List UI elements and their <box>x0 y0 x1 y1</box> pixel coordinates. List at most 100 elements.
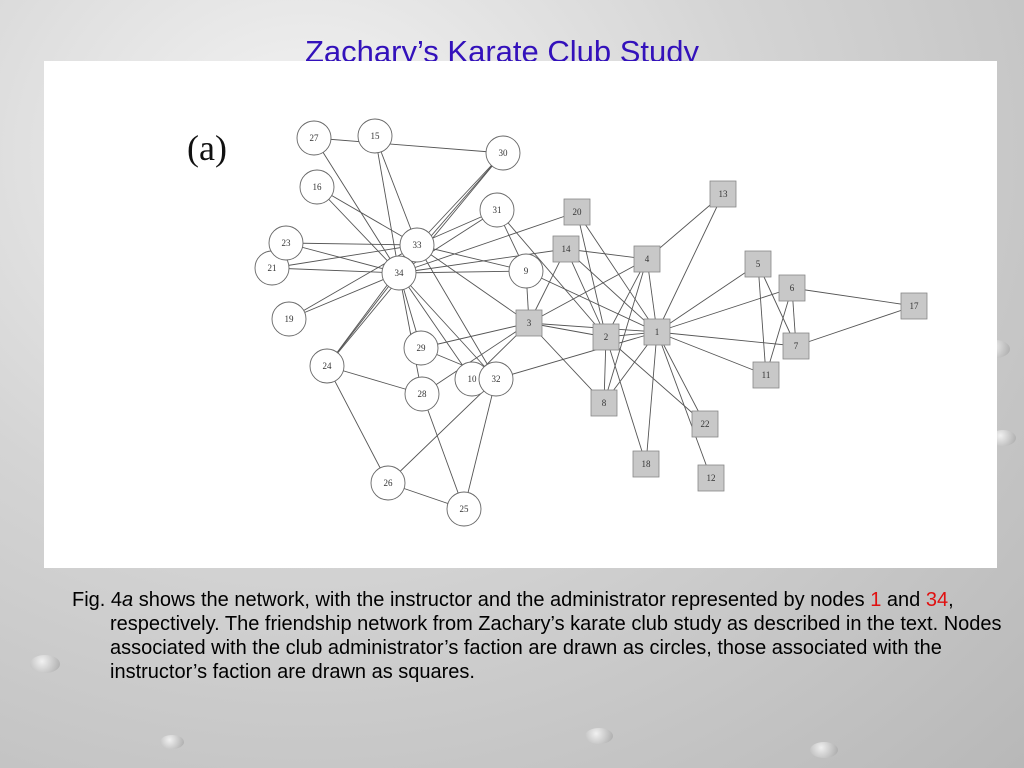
circle-node-shape <box>404 376 440 412</box>
edge-9-34 <box>398 270 527 274</box>
node-label: 33 <box>413 240 423 250</box>
edge-14-34 <box>398 248 567 274</box>
edge-3-29 <box>420 322 530 349</box>
square-node-shape <box>900 292 928 320</box>
square-node-shape <box>590 389 618 417</box>
circle-node-shape <box>485 135 521 171</box>
circle-node-shape <box>268 225 304 261</box>
node-label: 19 <box>285 314 295 324</box>
edge-26-32 <box>387 378 497 484</box>
node-30: 30 <box>485 135 521 171</box>
edge-31-34 <box>398 209 498 274</box>
square-node-shape <box>563 198 591 226</box>
edge-1-6 <box>656 287 793 333</box>
node-22: 22 <box>691 410 719 438</box>
node-31: 31 <box>479 192 515 228</box>
node-8: 8 <box>590 389 618 417</box>
panel-label: (a) <box>187 128 227 168</box>
square-node-shape <box>592 323 620 351</box>
node-label: 29 <box>417 343 427 353</box>
edge-4-8 <box>603 258 648 404</box>
edge-27-34 <box>313 137 400 274</box>
node-5: 5 <box>744 250 772 278</box>
edge-1-14 <box>565 248 658 333</box>
square-node-shape <box>515 309 543 337</box>
node-label: 25 <box>460 504 470 514</box>
node-4: 4 <box>633 245 661 273</box>
edge-1-9 <box>525 270 658 333</box>
edge-25-32 <box>463 378 497 510</box>
node-label: 18 <box>642 459 652 469</box>
circle-node-shape <box>508 253 544 289</box>
node-label: 2 <box>604 332 609 342</box>
edge-32-33 <box>416 244 497 380</box>
node-label: 17 <box>910 301 920 311</box>
circle-node-shape <box>271 301 307 337</box>
edge-3-33 <box>416 244 530 324</box>
caption-node-admin: 34 <box>925 589 949 611</box>
edge-2-22 <box>605 336 706 425</box>
node-label: 16 <box>313 182 323 192</box>
node-9: 9 <box>508 253 544 289</box>
node-label: 12 <box>707 473 716 483</box>
edge-25-28 <box>421 393 465 510</box>
square-node-shape <box>552 235 580 263</box>
edge-24-26 <box>326 365 389 484</box>
node-15: 15 <box>357 118 393 154</box>
node-17: 17 <box>900 292 928 320</box>
node-label: 5 <box>756 259 761 269</box>
edge-7-17 <box>795 305 915 347</box>
square-node-shape <box>782 332 810 360</box>
edge-2-31 <box>496 209 607 338</box>
circle-node-shape <box>299 169 335 205</box>
node-label: 28 <box>418 389 428 399</box>
edge-1-13 <box>656 193 724 333</box>
node-7: 7 <box>782 332 810 360</box>
square-node-shape <box>709 180 737 208</box>
edge-23-34 <box>285 242 400 274</box>
edge-21-33 <box>271 244 418 269</box>
edge-19-34 <box>288 272 400 320</box>
square-node-shape <box>752 361 780 389</box>
node-3: 3 <box>515 309 543 337</box>
node-16: 16 <box>299 169 335 205</box>
edge-1-5 <box>656 263 759 333</box>
edge-2-14 <box>565 248 607 338</box>
square-node-shape <box>697 464 725 492</box>
node-label: 3 <box>527 318 532 328</box>
edge-1-7 <box>656 331 797 347</box>
node-label: 6 <box>790 283 795 293</box>
square-node-shape <box>744 250 772 278</box>
node-12: 12 <box>697 464 725 492</box>
node-6: 6 <box>778 274 806 302</box>
background-bubble <box>585 728 613 744</box>
circle-node-shape <box>479 192 515 228</box>
square-node-shape <box>691 410 719 438</box>
edge-23-33 <box>285 242 418 246</box>
node-label: 22 <box>701 419 710 429</box>
node-label: 8 <box>602 398 607 408</box>
square-node-shape <box>632 450 660 478</box>
node-34: 34 <box>381 255 417 291</box>
node-label: 4 <box>645 254 650 264</box>
circle-node-shape <box>357 118 393 154</box>
edge-28-34 <box>398 272 423 395</box>
node-25: 25 <box>446 491 482 527</box>
edge-21-34 <box>271 267 400 274</box>
node-label: 7 <box>794 341 799 351</box>
node-label: 1 <box>655 327 660 337</box>
node-label: 31 <box>493 205 502 215</box>
node-label: 15 <box>371 131 381 141</box>
edge-2-18 <box>605 336 647 465</box>
circle-node-shape <box>296 120 332 156</box>
node-11: 11 <box>752 361 780 389</box>
node-label: 9 <box>524 266 529 276</box>
node-32: 32 <box>478 361 514 397</box>
background-bubble <box>160 735 184 749</box>
edge-27-30 <box>313 137 504 154</box>
edge-1-20 <box>576 211 658 333</box>
node-2: 2 <box>592 323 620 351</box>
square-node-shape <box>778 274 806 302</box>
